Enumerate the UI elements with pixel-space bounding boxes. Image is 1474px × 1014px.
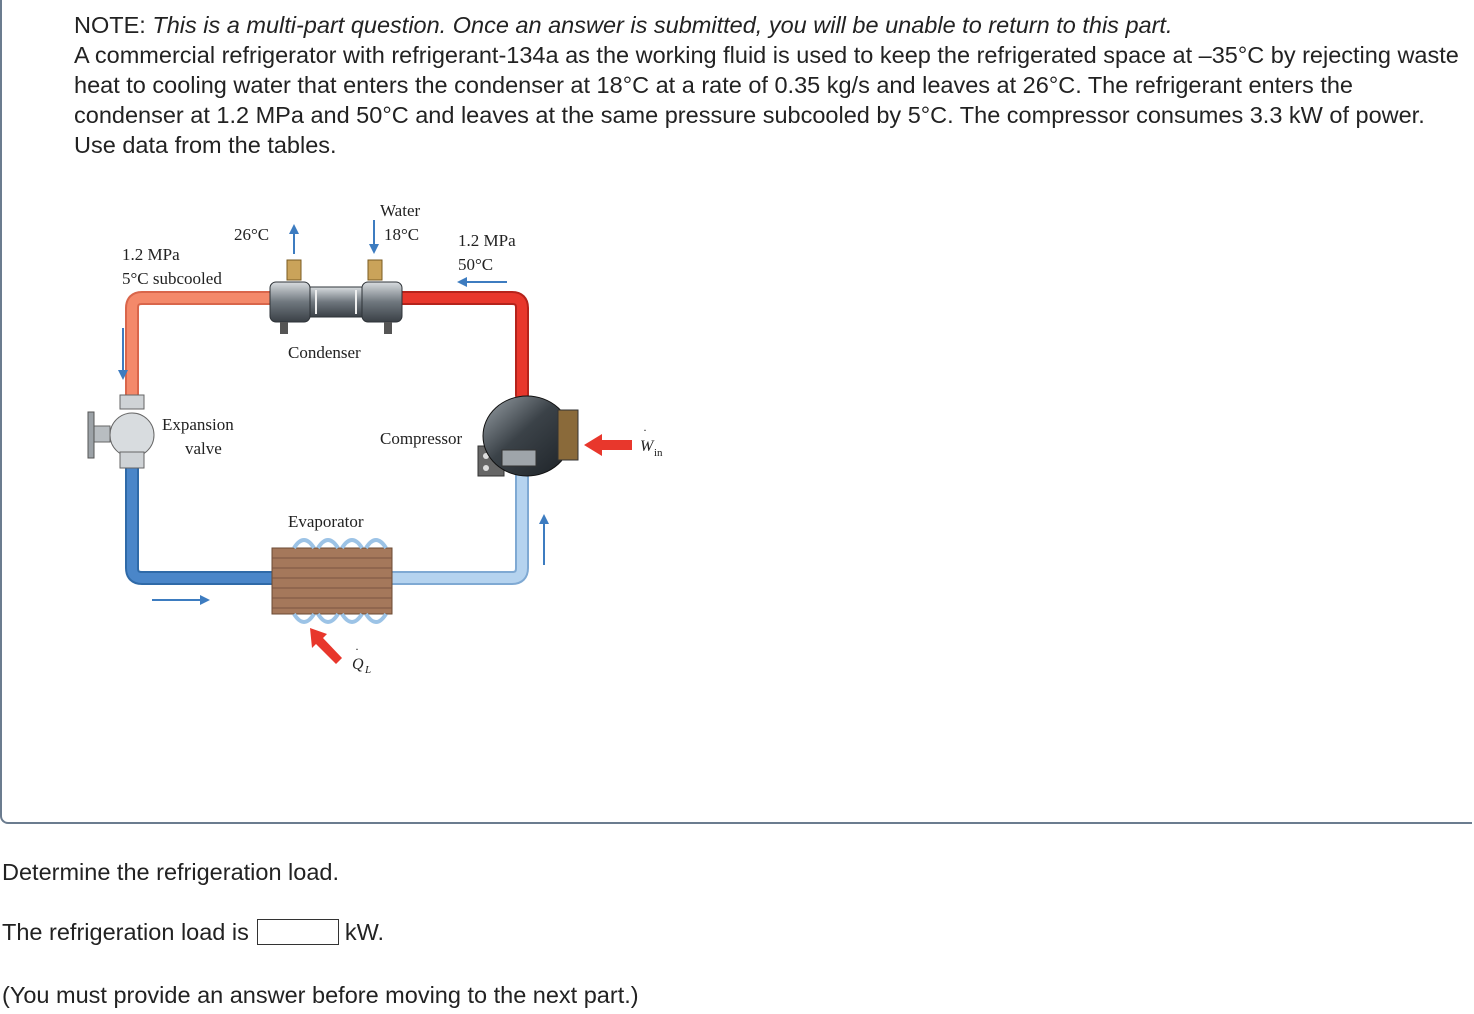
water-label: Water xyxy=(380,201,420,220)
condenser-label: Condenser xyxy=(288,343,361,362)
cond-in-temp: 50°C xyxy=(458,255,493,274)
answer-unit: kW. xyxy=(344,919,385,945)
problem-statement: A commercial refrigerator with refrigera… xyxy=(74,42,1459,158)
refrigeration-cycle-diagram: Water 18°C 26°C 1.2 MPa 50°C 1.2 MPa 5°C… xyxy=(87,201,663,676)
question-card: NOTE: This is a multi-part question. Onc… xyxy=(0,0,1472,824)
w-in-main: W xyxy=(640,438,655,455)
expansion-label: Expansion xyxy=(162,415,234,434)
w-in-label: W · in xyxy=(640,423,663,459)
compressor xyxy=(477,395,579,477)
warm-pipe xyxy=(125,291,284,402)
w-in-arrow xyxy=(584,434,632,456)
problem-text: NOTE: This is a multi-part question. Onc… xyxy=(74,10,1464,160)
answer-line: The refrigeration load is kW. xyxy=(2,917,384,947)
cond-in-pressure: 1.2 MPa xyxy=(458,231,516,250)
condenser xyxy=(269,259,403,334)
q-l-dot: · xyxy=(355,642,359,656)
q-l-sub: L xyxy=(364,664,371,676)
compressor-label: Compressor xyxy=(380,429,463,448)
evaporator xyxy=(271,538,393,624)
cond-out-state: 5°C subcooled xyxy=(122,269,222,288)
note-label: NOTE: xyxy=(74,12,153,38)
expansion-valve xyxy=(87,394,155,469)
hot-pipe xyxy=(393,291,529,402)
water-out-temp: 26°C xyxy=(234,225,269,244)
cool-pipe xyxy=(385,468,529,585)
note-text: This is a multi-part question. Once an a… xyxy=(152,12,1173,38)
w-in-sub: in xyxy=(654,447,663,459)
q-l-arrow xyxy=(310,628,342,664)
footnote: (You must provide an answer before movin… xyxy=(2,982,639,1008)
water-arrows xyxy=(289,220,379,254)
cold-pipe xyxy=(125,461,279,585)
q-l-label: Q · L xyxy=(352,642,371,676)
flow-arrows xyxy=(118,277,549,605)
refrigeration-load-input[interactable] xyxy=(256,919,339,945)
question-prompt: Determine the refrigeration load. xyxy=(2,859,340,885)
w-in-dot: · xyxy=(643,423,647,437)
answer-prefix: The refrigeration load is xyxy=(2,919,249,945)
water-in-temp: 18°C xyxy=(384,225,419,244)
q-l-main: Q xyxy=(352,656,364,673)
cond-out-pressure: 1.2 MPa xyxy=(122,245,180,264)
valve-label: valve xyxy=(185,439,222,458)
evaporator-label: Evaporator xyxy=(288,512,364,531)
